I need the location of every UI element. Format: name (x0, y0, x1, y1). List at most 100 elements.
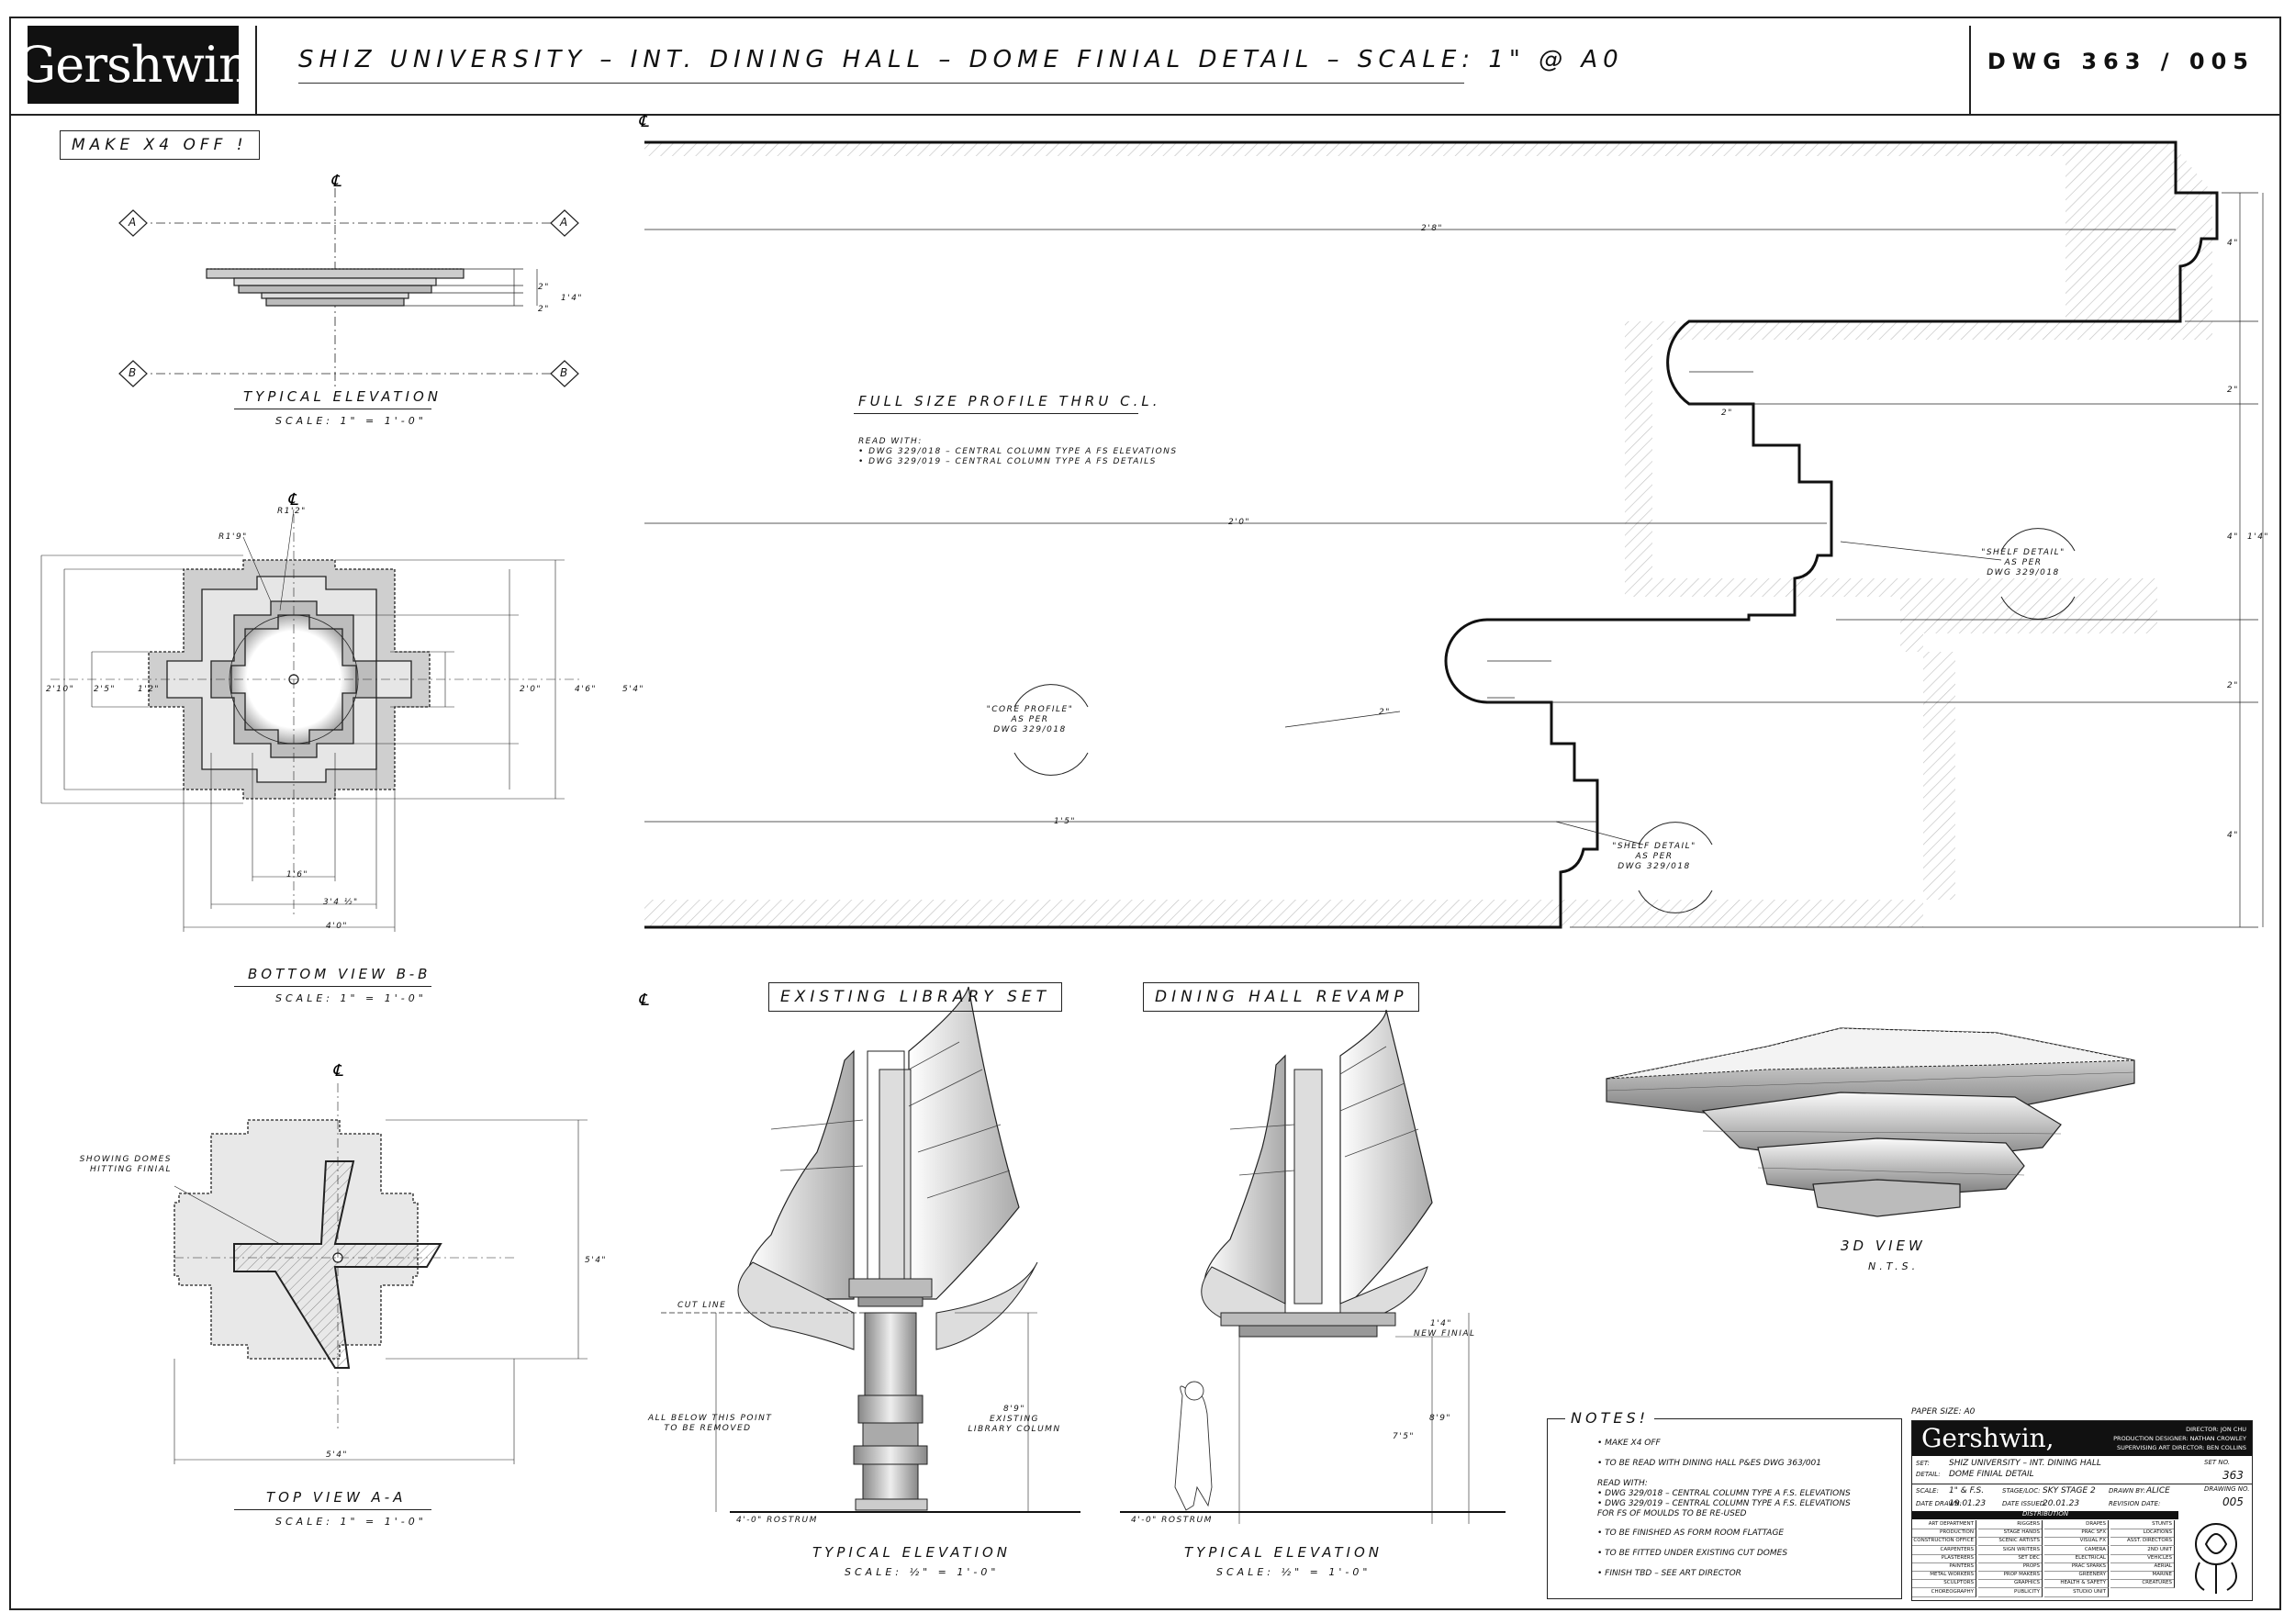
distribution-entry: CAMERA (2044, 1545, 2109, 1555)
dim-3-4-half: 3'4 ½" (323, 898, 359, 907)
profile-rdim-2: 2" (2227, 386, 2239, 395)
profile-dim-1-5: 1'5" (1054, 817, 1077, 826)
stage-label: STAGE/LOC: (2002, 1487, 2041, 1495)
note-item: • TO BE FINISHED AS FORM ROOM FLATTAGE (1597, 1529, 1785, 1538)
notes-title: NOTES! (1565, 1409, 1655, 1427)
distribution-entry: ART DEPARTMENT (1912, 1520, 1976, 1529)
top-dim-right: 5'4" (585, 1256, 608, 1265)
distribution-entry: DRAPES (2044, 1520, 2109, 1529)
distribution-entry: VEHICLES (2110, 1553, 2175, 1563)
make-x4-note: MAKE X4 OFF ! (60, 130, 260, 160)
distribution-entry: PAINTERS (1912, 1562, 1976, 1572)
distribution-entry: STUDIO UNIT (2044, 1587, 2109, 1597)
distribution-entry: LOCATIONS (2110, 1529, 2175, 1539)
typical-elevation-small: ℄ (118, 172, 579, 390)
note-item: • DWG 329/018 – CENTRAL COLUMN TYPE A F.… (1597, 1489, 1851, 1498)
distribution-entry: STUNTS (2110, 1520, 2175, 1529)
profile-label: FULL SIZE PROFILE THRU C.L. (858, 393, 1161, 409)
title-bar: Gershwin SHIZ UNIVERSITY – INT. DINING H… (17, 26, 2275, 114)
note-item: • TO BE FITTED UNDER EXISTING CUT DOMES (1597, 1549, 1788, 1558)
note-item: FOR FS OF MOULDS TO BE RE-USED (1597, 1509, 1747, 1518)
detail-value: DOME FINIAL DETAIL (1949, 1470, 2034, 1479)
profile-rdim-4: 2" (2227, 681, 2239, 690)
set-label: SET: (1916, 1460, 1930, 1467)
distribution-header: DISTRIBUTION (2022, 1510, 2069, 1518)
distribution-entry: ASST. DIRECTORS (2110, 1537, 2175, 1547)
profile-dim-2-0: 2'0" (1228, 518, 1251, 527)
note-item: • TO BE READ WITH DINING HALL P&ES DWG 3… (1597, 1459, 1822, 1468)
svg-text:℄: ℄ (638, 991, 649, 1010)
distribution-entry: SCULPTORS (1912, 1579, 1976, 1589)
elev-dim-3: 1'4" (561, 294, 584, 303)
date-drawn-value: 19.01.23 (1949, 1499, 1987, 1508)
scale-value: 1" & F.S. (1949, 1486, 1985, 1495)
sheet-title: SHIZ UNIVERSITY – INT. DINING HALL – DOM… (298, 46, 1624, 73)
dining-hall-revamp-heading: DINING HALL REVAMP (1143, 982, 1420, 1012)
drawing-no-value: 005 (2222, 1495, 2244, 1508)
top-view-label: TOP VIEW A-A (266, 1489, 407, 1506)
distribution-entry: 2ND UNIT (2110, 1545, 2175, 1555)
distribution-entry: CONSTRUCTION OFFICE (1912, 1537, 1976, 1547)
profile-rdim-5: 4" (2227, 831, 2239, 840)
distribution-entry: SET DEC (1978, 1553, 2043, 1563)
dim-1-2: 1'2" (138, 685, 161, 694)
distribution-entry: PROP MAKERS (1978, 1571, 2043, 1581)
profile-dim-2in-b: 2" (1379, 708, 1391, 717)
distribution-entry: STAGE HANDS (1978, 1529, 2043, 1539)
distribution-entry: GREENERY (2044, 1571, 2109, 1581)
gershwin-logo: Gershwin (17, 26, 251, 104)
top-view-drawing: ℄ (174, 1061, 588, 1464)
note-item: • MAKE X4 OFF (1597, 1439, 1661, 1448)
existing-library-elevation: ℄ (638, 986, 1080, 1513)
dim-4-6: 4'6" (575, 685, 598, 694)
bottom-view-scale: SCALE: 1" = 1'-0" (275, 992, 427, 1004)
scale-label: SCALE: (1916, 1487, 1939, 1495)
title-underline (298, 83, 1464, 84)
profile-rdim-3: 4" (2227, 532, 2239, 542)
distribution-entry: CARPENTERS (1912, 1545, 1976, 1555)
dim-2-5: 2'5" (94, 685, 117, 694)
distribution-entry: PRODUCTION (1912, 1529, 1976, 1539)
stage-value: SKY STAGE 2 (2043, 1486, 2096, 1495)
radius-outer: R1'9" (218, 532, 248, 542)
header-rule (9, 114, 2281, 116)
profile-dim-2in-a: 2" (1721, 409, 1733, 418)
drawing-number: DWG 363 / 005 (1987, 49, 2255, 74)
svg-text:℄: ℄ (330, 172, 341, 191)
dim-1-6: 1'6" (286, 870, 309, 879)
read-with-1: • DWG 329/018 – CENTRAL COLUMN TYPE A FS… (858, 447, 1178, 456)
domes-callout: SHOWING DOMES HITTING FINIAL (79, 1155, 172, 1174)
profile-dim-2-8: 2'8" (1421, 224, 1444, 233)
distribution-entry: CHOREOGRAPHY (1912, 1587, 1976, 1597)
monogram-icon (2195, 1523, 2237, 1594)
number-divider (1969, 26, 1971, 114)
typical-elevation-scale: SCALE: 1" = 1'-0" (275, 415, 427, 427)
note-item: • DWG 329/019 – CENTRAL COLUMN TYPE A F.… (1597, 1499, 1851, 1508)
revamp-dim-8-9: 8'9" (1429, 1414, 1452, 1423)
cut-line-label: CUT LINE (677, 1301, 727, 1310)
section-b-left: B (129, 366, 138, 379)
new-finial-dim: 1'4"NEW FINIAL (1414, 1319, 1476, 1338)
read-with-2: • DWG 329/019 – CENTRAL COLUMN TYPE A FS… (858, 457, 1157, 466)
set-no-value: 363 (2222, 1469, 2244, 1482)
section-a-left: A (129, 216, 138, 229)
revision-label: REVISION DATE: (2109, 1500, 2161, 1507)
distribution-entry: MARINE (2110, 1571, 2175, 1581)
date-issued-value: 20.01.23 (2043, 1499, 2080, 1508)
dim-5-4: 5'4" (622, 685, 645, 694)
drawn-label: DRAWN BY: (2109, 1487, 2146, 1495)
revamp-dim-7-5: 7'5" (1393, 1432, 1416, 1441)
distribution-entry: AERIAL (2110, 1562, 2175, 1572)
dim-2-0: 2'0" (520, 685, 543, 694)
revamp-elevation-scale: SCALE: ½" = 1'-0" (1216, 1566, 1371, 1578)
distribution-entry: PLASTERERS (1912, 1553, 1976, 1563)
distribution-entry: METAL WORKERS (1912, 1571, 1976, 1581)
distribution-entry: VISUAL FX (2044, 1537, 2109, 1547)
distribution-entry: GRAPHICS (1978, 1579, 2043, 1589)
